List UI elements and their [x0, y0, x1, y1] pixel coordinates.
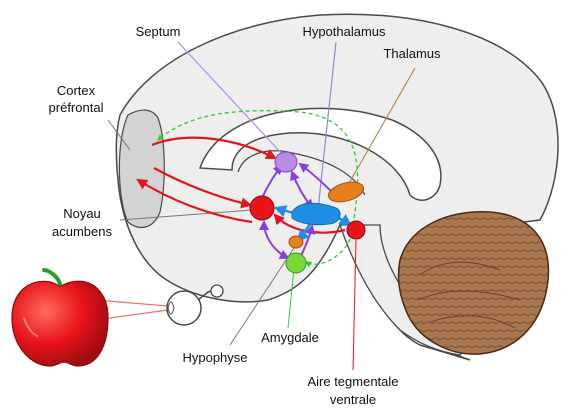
apple-icon — [12, 270, 108, 366]
atv-label-line1: Aire tegmentale — [307, 374, 398, 389]
septum-nucleus — [275, 152, 297, 172]
cerebellum — [398, 212, 548, 354]
noyau-label-line1: Noyau — [63, 206, 101, 221]
hypothalamus-label: Hypothalamus — [302, 24, 386, 39]
noyau-label-line2: acumbens — [52, 224, 112, 239]
septum-label: Septum — [136, 24, 181, 39]
atv-label-line2: ventrale — [330, 392, 376, 407]
hypothalamus-nucleus — [292, 203, 340, 225]
thalamus-label: Thalamus — [383, 46, 441, 61]
cortex-label-line1: Cortex — [57, 83, 96, 98]
amygdale-nucleus — [286, 253, 306, 273]
amygdale-label: Amygdale — [261, 330, 319, 345]
atv-nucleus — [347, 221, 365, 239]
cortex-label-line2: préfrontal — [49, 100, 104, 115]
hypophyse-nucleus — [289, 236, 303, 248]
hypophyse-label: Hypophyse — [182, 350, 247, 365]
noyau-acumbens-nucleus — [250, 196, 274, 220]
